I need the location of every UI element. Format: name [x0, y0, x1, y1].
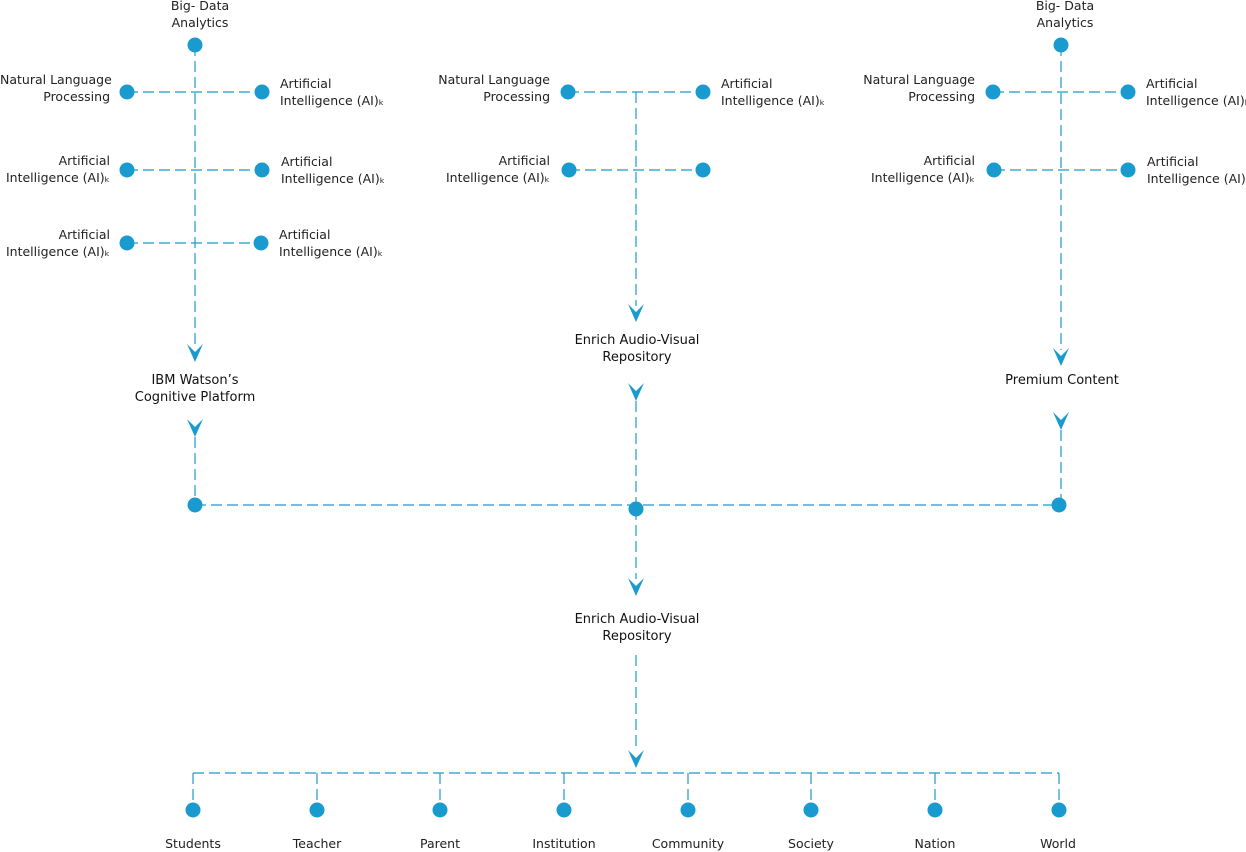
col1-row2-right-label: Artificial Intelligence (AI)ₖ: [281, 154, 386, 186]
target-node-5: [803, 802, 819, 818]
col2-row1-right-node: [695, 84, 711, 100]
target-community-label: Community: [651, 836, 725, 851]
col2-row1-left-label: Natural Language Processing: [438, 72, 550, 104]
target-node-0: [185, 802, 201, 818]
target-node-4: [680, 802, 696, 818]
col2-row2-left-node: [561, 162, 577, 178]
col1-row1-right-node: [254, 84, 270, 100]
col2-output-label: Enrich Audio-Visual Repository: [574, 333, 700, 365]
target-node-6: [927, 802, 943, 818]
col2-row1-left-node: [560, 84, 576, 100]
col1-row1-left-label: Natural Language Processing: [0, 72, 112, 104]
col3-output-arrow-icon: [1053, 412, 1069, 430]
combined-output-label: Enrich Audio-Visual Repository: [574, 612, 700, 644]
col2-row2-left-label: Artificial Intelligence (AI)ₖ: [445, 153, 550, 185]
col1-row1-right-label: Artificial Intelligence (AI)ₖ: [280, 76, 385, 108]
col3-row1-right-node: [1120, 84, 1136, 100]
merge-left-node: [187, 497, 203, 513]
col1-top-label: Big- Data Analytics: [170, 0, 230, 30]
target-node-7: [1051, 802, 1067, 818]
merge-arrow-icon: [628, 578, 644, 596]
col1-input-arrow-icon: [187, 344, 203, 362]
col3-row2-right-node: [1120, 162, 1136, 178]
target-institution-label: Institution: [532, 836, 596, 851]
target-node-3: [556, 802, 572, 818]
target-node-1: [309, 802, 325, 818]
col1-row3-left-node: [119, 235, 135, 251]
col1-row2-right-node: [254, 162, 270, 178]
col1-row3-left-label: Artificial Intelligence (AI)ₖ: [5, 227, 110, 259]
col1-output-arrow-icon: [187, 419, 203, 437]
col1-row2-left-node: [119, 162, 135, 178]
target-students-label: Students: [165, 836, 221, 851]
target-node-2: [432, 802, 448, 818]
col3-row2-left-node: [986, 162, 1002, 178]
col2-row2-right-node: [695, 162, 711, 178]
col3-row1-left-node: [985, 84, 1001, 100]
col3-input-arrow-icon: [1053, 348, 1069, 366]
col3-top-node: [1053, 37, 1069, 53]
col2-output-arrow-icon: [628, 383, 644, 401]
merge-right-node: [1051, 497, 1067, 513]
col3-row2-left-label: Artificial Intelligence (AI)ₖ: [870, 153, 975, 185]
col3-top-label: Big- Data Analytics: [1035, 0, 1095, 30]
target-nation-label: Nation: [914, 836, 956, 851]
col2-input-arrow-icon: [628, 304, 644, 322]
col1-row1-left-node: [119, 84, 135, 100]
target-parent-label: Parent: [419, 836, 460, 851]
col3-row1-left-label: Natural Language Processing: [863, 72, 975, 104]
col1-output-label: IBM Watson’s Cognitive Platform: [134, 373, 256, 405]
distribution-arrow-icon: [628, 750, 644, 768]
col3-row2-right-label: Artificial Intelligence (AI)ₖ: [1147, 154, 1246, 186]
col3-row1-right-label: Artificial Intelligence (AI)ₖ: [1146, 76, 1246, 108]
col1-row3-right-label: Artificial Intelligence (AI)ₖ: [279, 227, 384, 259]
col1-top-node: [187, 37, 203, 53]
col2-row1-right-label: Artificial Intelligence (AI)ₖ: [721, 76, 826, 108]
col1-row2-left-label: Artificial Intelligence (AI)ₖ: [5, 153, 110, 185]
target-society-label: Society: [788, 836, 834, 851]
target-world-label: World: [1040, 836, 1076, 851]
col1-row3-right-node: [253, 235, 269, 251]
target-teacher-label: Teacher: [292, 836, 342, 851]
col3-output-label: Premium Content: [1005, 373, 1119, 388]
